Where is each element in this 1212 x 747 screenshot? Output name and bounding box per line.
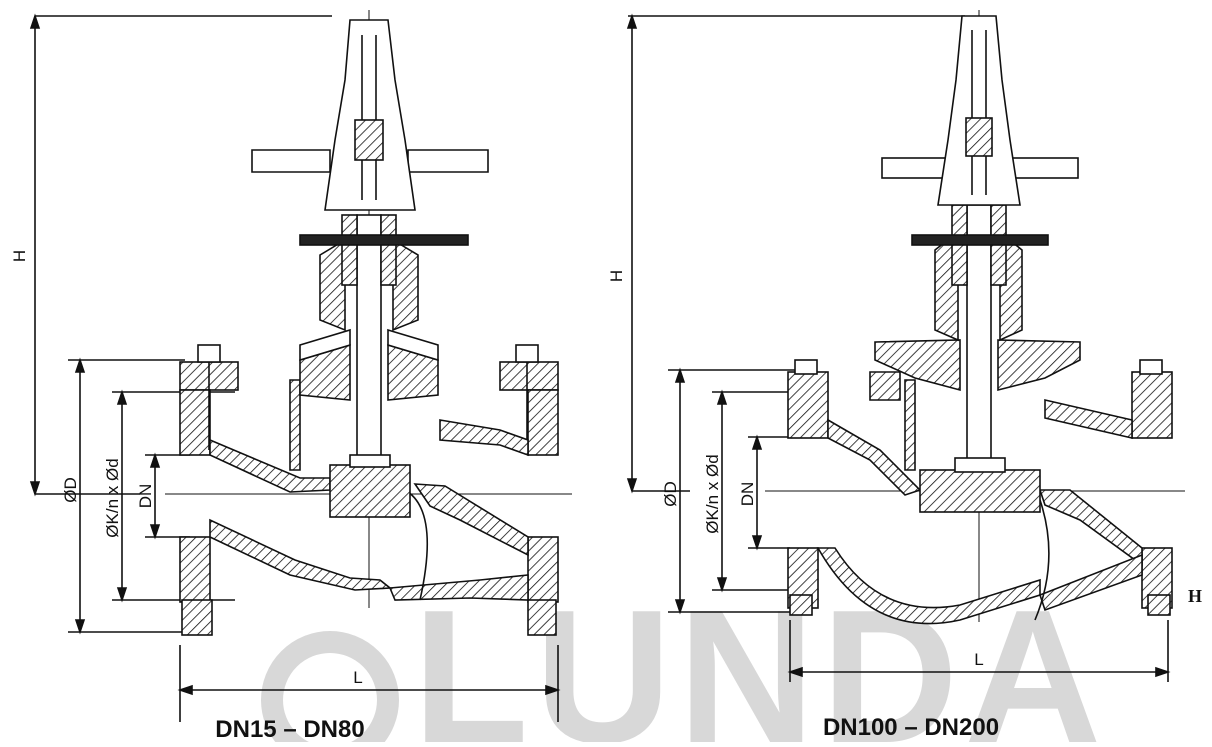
right-od-arrow-bottom	[674, 599, 686, 615]
left-od-arrow-top	[74, 357, 86, 373]
left-bonnet-cap-right	[387, 328, 439, 362]
left-flange-right-upper	[527, 389, 559, 456]
left-dn-arrow-top	[149, 452, 161, 468]
stray-label-h: H	[1188, 586, 1203, 606]
right-body-partition	[904, 379, 916, 471]
left-handwheel-spoke-right	[407, 149, 489, 173]
left-flange-foot-right	[527, 599, 557, 636]
left-ok-arrow-top	[116, 389, 128, 405]
right-plug	[919, 469, 1041, 513]
left-plug-nut	[349, 454, 391, 468]
left-stem	[356, 214, 382, 466]
right-top-housing	[937, 15, 1021, 206]
left-bolt-nut-right	[515, 344, 539, 363]
right-h-arrow-top	[626, 13, 638, 29]
left-valve-drawing	[29, 10, 572, 722]
left-body-outlet-lower-wall	[388, 574, 529, 601]
right-body-outlet-upper-wall	[1038, 489, 1143, 567]
left-ok-arrow-bottom	[116, 587, 128, 603]
right-body-seat-curve	[1034, 499, 1050, 621]
right-ok-arrow-bottom	[716, 577, 728, 593]
left-bonnet-cap-left	[299, 328, 351, 362]
right-body-left-boss	[869, 371, 901, 401]
left-bolt-nut-left	[197, 344, 221, 363]
right-label-dn: DN	[738, 482, 757, 507]
right-body-outlet-top-wall	[1044, 398, 1133, 440]
left-flange-left-upper	[179, 389, 211, 456]
left-body-outlet-upper-wall	[413, 483, 529, 557]
right-indicator-block	[965, 117, 993, 157]
left-label-l: L	[353, 668, 362, 687]
right-bonnet-right	[997, 339, 1081, 392]
left-dn-arrow-bottom	[149, 524, 161, 540]
right-l-arrow-right	[1155, 666, 1171, 678]
right-body-inlet-lower-wall	[816, 547, 1041, 625]
right-dn-arrow-bottom	[751, 535, 763, 551]
left-flange-left-lower	[179, 536, 211, 603]
left-body-outlet-top-wall	[439, 419, 529, 457]
left-top-housing	[324, 19, 416, 211]
right-h-arrow-bottom	[626, 478, 638, 494]
right-plug-nut	[954, 457, 1006, 473]
right-ok-arrow-top	[716, 389, 728, 405]
right-flange-left-upper	[787, 371, 829, 439]
left-l-arrow-right	[545, 684, 561, 696]
right-l-arrow-left	[787, 666, 803, 678]
right-label-od: ØD	[661, 481, 680, 507]
left-label-od: ØD	[61, 477, 80, 503]
right-valve-drawing	[626, 10, 1185, 682]
left-label-dn: DN	[136, 484, 155, 509]
left-body-partition	[289, 379, 301, 471]
right-flange-foot-right	[1147, 594, 1171, 616]
right-label-h: H	[607, 270, 626, 282]
right-flange-right-upper	[1131, 371, 1173, 439]
left-indicator-block	[354, 119, 384, 161]
left-l-arrow-left	[177, 684, 193, 696]
left-handwheel-rim	[299, 234, 469, 246]
right-bonnet-left	[874, 339, 961, 392]
right-bolt-nut-right	[1139, 359, 1163, 375]
left-h-arrow-top	[29, 13, 41, 29]
right-bolt-nut-left	[794, 359, 818, 375]
right-body-outlet-lower-wall	[1039, 553, 1143, 612]
left-body-inlet-upper-wall	[209, 438, 331, 493]
right-body-inlet-upper-wall	[827, 418, 922, 496]
watermark-logo-ring	[261, 631, 399, 747]
left-body-seat-curve	[404, 489, 429, 601]
right-dn-arrow-top	[751, 434, 763, 450]
right-label-l: L	[974, 650, 983, 669]
left-od-arrow-bottom	[74, 619, 86, 635]
left-label-bolt-circle: ØK/n x Ød	[103, 458, 122, 537]
left-flange-right-lower	[527, 536, 559, 603]
right-handwheel-rim	[911, 234, 1049, 246]
right-label-bolt-circle: ØK/n x Ød	[703, 454, 722, 533]
left-packing-right	[380, 214, 397, 286]
left-flange-top-right	[499, 361, 559, 391]
left-handwheel-spoke-left	[251, 149, 331, 173]
right-caption: DN100 – DN200	[823, 714, 999, 741]
left-plug	[329, 464, 411, 518]
right-flange-foot-left	[789, 594, 813, 616]
left-yoke-right	[392, 238, 419, 332]
left-packing-left	[341, 214, 358, 286]
left-h-arrow-bottom	[29, 481, 41, 497]
left-body-inlet-lower-wall	[209, 518, 393, 591]
left-label-h: H	[10, 250, 29, 262]
left-flange-foot-left	[181, 599, 213, 636]
left-caption: DN15 – DN80	[215, 716, 364, 742]
right-od-arrow-top	[674, 367, 686, 383]
